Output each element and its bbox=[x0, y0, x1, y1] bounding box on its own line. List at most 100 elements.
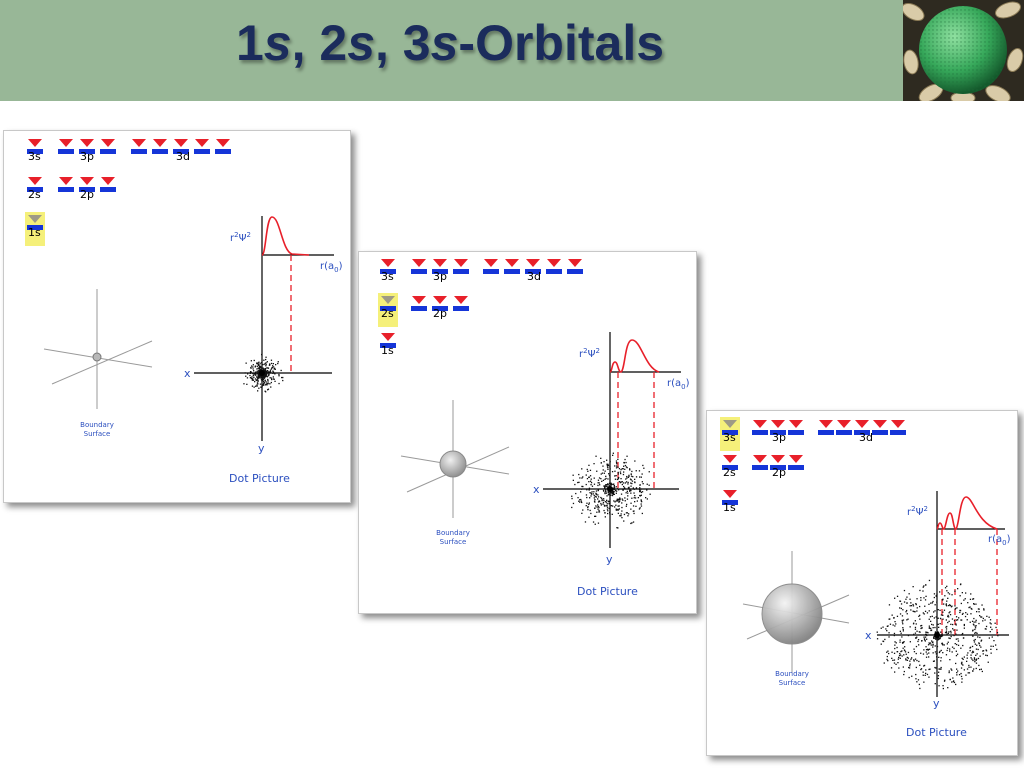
density-dot bbox=[603, 505, 606, 507]
density-dot bbox=[627, 483, 629, 485]
density-dot bbox=[942, 611, 944, 613]
density-dot bbox=[950, 632, 952, 634]
density-dot bbox=[903, 641, 905, 643]
density-dot bbox=[606, 495, 608, 497]
density-dot bbox=[604, 486, 606, 489]
density-dot bbox=[937, 639, 939, 641]
density-dot bbox=[256, 372, 258, 375]
density-dot bbox=[996, 632, 999, 634]
density-dot bbox=[948, 631, 950, 633]
density-dot bbox=[900, 650, 902, 653]
density-dot bbox=[963, 656, 965, 658]
density-dot bbox=[971, 658, 973, 660]
density-dot bbox=[628, 488, 630, 490]
label-2s: 2s bbox=[28, 188, 41, 201]
density-dot bbox=[626, 455, 628, 457]
density-dot bbox=[904, 646, 906, 648]
density-dot bbox=[592, 521, 595, 523]
density-dot bbox=[608, 500, 610, 503]
orbital-bar bbox=[380, 343, 396, 348]
density-dot bbox=[268, 373, 270, 375]
density-dot bbox=[916, 610, 918, 612]
density-dot bbox=[605, 492, 608, 494]
density-dot bbox=[896, 615, 899, 617]
density-dot bbox=[597, 496, 600, 498]
density-dot bbox=[640, 491, 642, 494]
density-dot bbox=[627, 476, 630, 478]
density-dot bbox=[617, 477, 620, 480]
density-dot bbox=[621, 506, 623, 509]
density-dot bbox=[969, 606, 971, 608]
density-dot bbox=[896, 646, 898, 649]
density-dot bbox=[585, 505, 587, 507]
density-dot bbox=[914, 620, 916, 622]
density-dot bbox=[968, 606, 970, 609]
density-dot bbox=[909, 663, 911, 665]
density-dot bbox=[924, 605, 926, 607]
density-dot bbox=[269, 363, 271, 365]
density-dot bbox=[260, 369, 263, 371]
orbital-bar bbox=[722, 430, 738, 435]
density-dot bbox=[641, 481, 643, 483]
density-dot bbox=[972, 598, 975, 600]
density-dot bbox=[608, 482, 611, 484]
density-dot bbox=[956, 619, 958, 621]
density-dot bbox=[604, 470, 606, 472]
density-dot bbox=[933, 637, 935, 639]
density-dot bbox=[982, 650, 984, 652]
density-dot bbox=[972, 650, 974, 652]
density-dot bbox=[906, 596, 908, 598]
density-dot bbox=[580, 488, 583, 490]
density-dot bbox=[265, 362, 267, 364]
density-dot bbox=[953, 629, 955, 631]
density-dot bbox=[614, 475, 616, 477]
density-dot bbox=[973, 639, 975, 642]
electron-marker bbox=[381, 333, 395, 341]
density-dot bbox=[888, 618, 890, 620]
density-dot bbox=[949, 604, 951, 607]
density-dot bbox=[621, 498, 623, 500]
density-dot bbox=[581, 468, 583, 470]
density-dot bbox=[617, 473, 619, 475]
density-dot bbox=[916, 659, 918, 662]
density-dot bbox=[956, 668, 958, 670]
density-dot bbox=[930, 602, 932, 604]
density-dot bbox=[599, 484, 601, 486]
density-dot bbox=[974, 643, 976, 645]
density-dot bbox=[928, 627, 930, 629]
density-dot bbox=[945, 619, 947, 621]
density-dot bbox=[608, 473, 610, 475]
density-dot bbox=[264, 362, 266, 365]
density-dot bbox=[634, 478, 636, 480]
density-dot bbox=[954, 643, 956, 645]
density-dot bbox=[921, 640, 923, 642]
density-dot bbox=[616, 498, 618, 500]
density-dot bbox=[264, 369, 266, 372]
density-dot bbox=[627, 481, 629, 484]
density-dot bbox=[635, 487, 638, 489]
density-dot bbox=[972, 629, 974, 631]
density-dot bbox=[249, 372, 252, 374]
density-dot bbox=[590, 492, 592, 494]
density-dot bbox=[929, 668, 931, 670]
density-dot bbox=[256, 372, 259, 374]
density-dot bbox=[595, 455, 597, 457]
density-dot bbox=[254, 366, 256, 368]
density-dot bbox=[972, 651, 974, 653]
density-dot bbox=[270, 368, 273, 370]
density-dot bbox=[925, 656, 928, 658]
density-dot bbox=[997, 635, 999, 637]
density-dot bbox=[939, 635, 942, 637]
density-dot bbox=[264, 373, 266, 375]
density-dot bbox=[255, 372, 257, 374]
label-2s: 2s bbox=[723, 466, 736, 479]
density-dot bbox=[617, 508, 619, 511]
density-dot bbox=[265, 365, 267, 367]
density-dot bbox=[904, 649, 906, 652]
density-dot bbox=[937, 675, 940, 677]
density-dot bbox=[256, 379, 258, 381]
density-dot bbox=[923, 597, 925, 599]
density-dot bbox=[947, 621, 949, 624]
density-dot bbox=[274, 380, 276, 382]
density-dot bbox=[988, 637, 990, 639]
